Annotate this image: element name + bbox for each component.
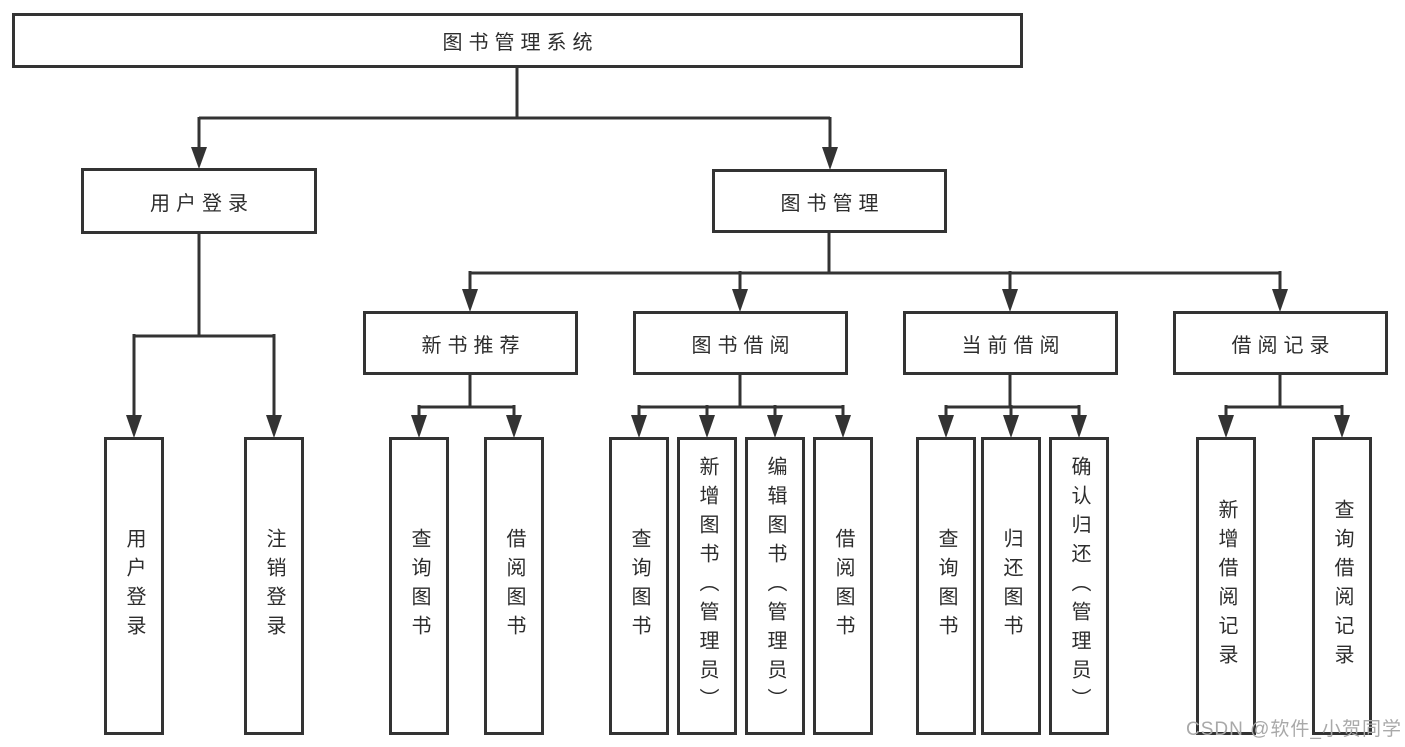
node-current-borrow: 当前借阅 bbox=[903, 311, 1118, 375]
leaf-add-borrow-record: 新增借阅记录 bbox=[1196, 437, 1256, 735]
leaf-return-book: 归还图书 bbox=[981, 437, 1041, 735]
leaf-borrow-books: 借阅图书 bbox=[484, 437, 544, 735]
node-label: 用户登录 bbox=[150, 192, 254, 215]
leaf-edit-book-admin: 编辑图书（管理员） bbox=[745, 437, 805, 735]
node-label: 图书借阅 bbox=[691, 334, 796, 357]
node-label: 查询图书 bbox=[408, 528, 430, 644]
node-library-management-system: 图书管理系统 bbox=[12, 13, 1023, 68]
node-label: 用户登录 bbox=[123, 528, 145, 644]
leaf-logout: 注销登录 bbox=[244, 437, 304, 735]
leaf-query-borrow-record: 查询借阅记录 bbox=[1312, 437, 1372, 735]
node-label: 查询借阅记录 bbox=[1331, 499, 1353, 673]
node-label: 当前借阅 bbox=[961, 334, 1066, 357]
leaf-query-books: 查询图书 bbox=[609, 437, 669, 735]
node-book-management: 图书管理 bbox=[712, 169, 947, 233]
arrowheads bbox=[126, 147, 1350, 438]
node-label: 确认归还（管理员） bbox=[1068, 455, 1090, 717]
node-book-borrow: 图书借阅 bbox=[633, 311, 848, 375]
node-label: 新增借阅记录 bbox=[1215, 499, 1237, 673]
leaf-confirm-return-admin: 确认归还（管理员） bbox=[1049, 437, 1109, 735]
leaf-borrow-books: 借阅图书 bbox=[813, 437, 873, 735]
watermark-text: CSDN @软件_小贺同学 bbox=[1186, 719, 1402, 740]
leaf-query-books: 查询图书 bbox=[916, 437, 976, 735]
node-label: 借阅记录 bbox=[1231, 334, 1336, 357]
node-label: 图书管理 bbox=[780, 192, 885, 215]
node-label: 借阅图书 bbox=[832, 528, 854, 644]
node-label: 查询图书 bbox=[935, 528, 957, 644]
node-borrow-records: 借阅记录 bbox=[1173, 311, 1388, 375]
node-label: 归还图书 bbox=[1000, 528, 1022, 644]
leaf-query-books: 查询图书 bbox=[389, 437, 449, 735]
leaf-user-login: 用户登录 bbox=[104, 437, 164, 735]
node-label: 编辑图书（管理员） bbox=[764, 455, 786, 717]
node-label: 借阅图书 bbox=[503, 528, 525, 644]
node-label: 注销登录 bbox=[263, 528, 285, 644]
node-label: 新书推荐 bbox=[421, 334, 526, 357]
node-label: 查询图书 bbox=[628, 528, 650, 644]
node-new-book-recommend: 新书推荐 bbox=[363, 311, 578, 375]
node-label: 新增图书（管理员） bbox=[696, 455, 718, 717]
node-label: 图书管理系统 bbox=[442, 32, 599, 54]
leaf-add-book-admin: 新增图书（管理员） bbox=[677, 437, 737, 735]
node-user-login: 用户登录 bbox=[81, 168, 317, 234]
